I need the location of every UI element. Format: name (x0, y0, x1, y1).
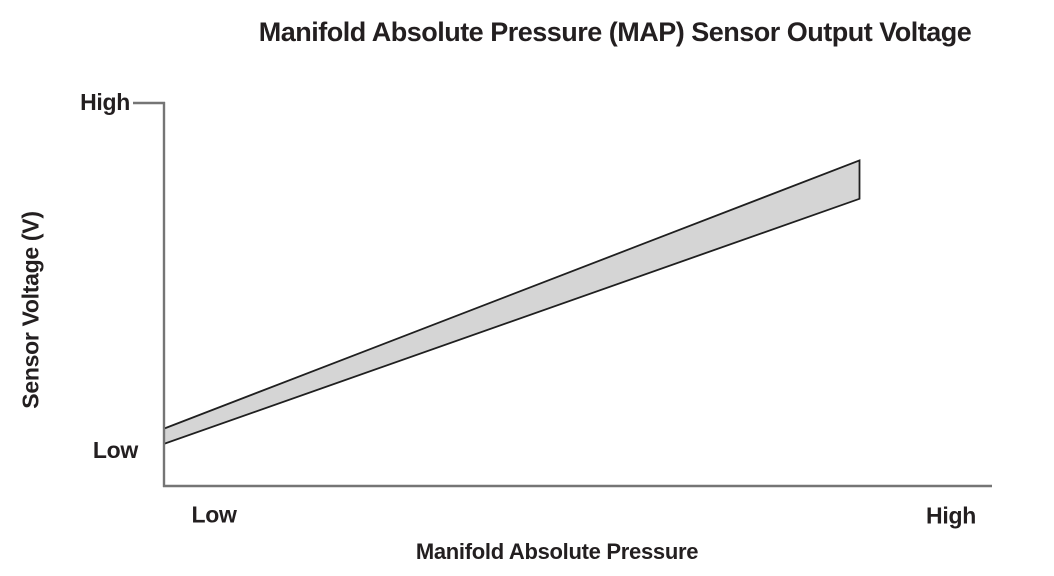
x-axis-label: Manifold Absolute Pressure (415, 539, 699, 564)
chart-title: Manifold Absolute Pressure (MAP) Sensor … (258, 17, 972, 47)
x-tick-label-low: Low (191, 501, 237, 528)
y-tick-label-low: Low (92, 437, 138, 463)
sensor-voltage-band (163, 159, 861, 446)
y-tick-label-high: High (80, 89, 130, 115)
x-tick-label-high: High (926, 502, 976, 529)
